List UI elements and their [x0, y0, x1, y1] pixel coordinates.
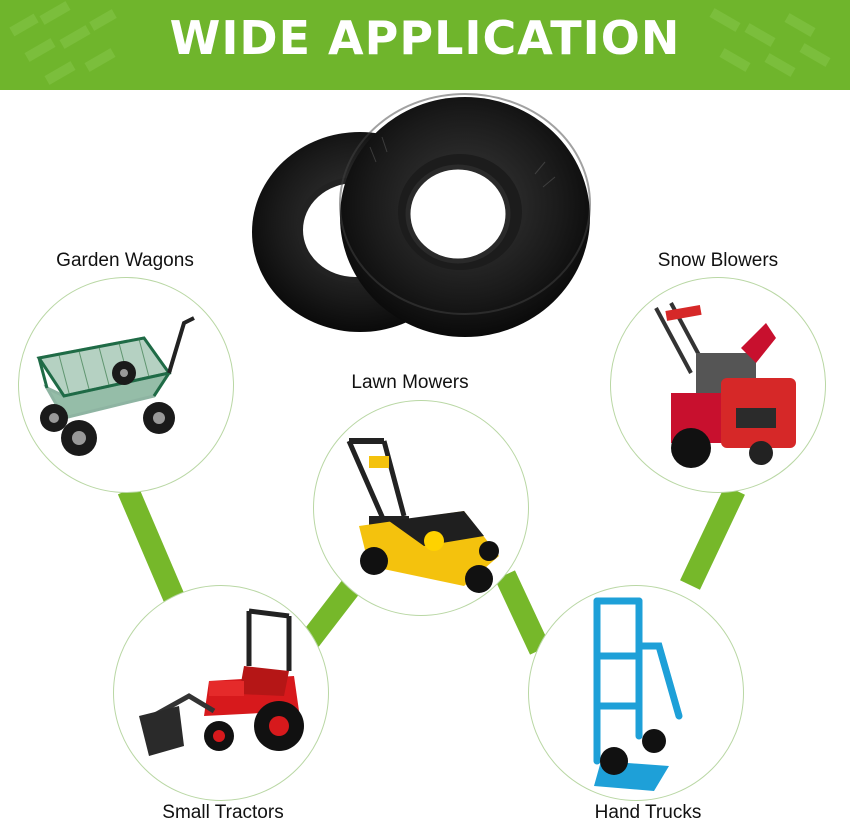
application-circle-garden-wagons — [18, 277, 234, 493]
application-circle-small-tractors — [113, 585, 329, 801]
hand-truck-icon — [593, 597, 683, 791]
application-circle-lawn-mowers — [313, 400, 529, 616]
inner-tube-pair-icon — [252, 93, 591, 337]
application-circle-snow-blowers — [610, 277, 826, 493]
tire-tread-left-icon — [9, 1, 117, 85]
garden-wagon-icon — [36, 316, 195, 456]
connector-mower-handtruck — [495, 570, 550, 655]
application-label-snow-blowers: Snow Blowers — [657, 250, 779, 271]
connector-wagon-tractor — [117, 485, 186, 605]
lawn-mower-icon — [346, 438, 499, 593]
snow-blower-icon — [654, 302, 796, 468]
application-label-garden-wagons: Garden Wagons — [56, 250, 194, 271]
header-banner: WIDE APPLICATION — [0, 0, 850, 90]
connector-snowblower-handtruck — [680, 485, 745, 590]
tire-tread-right-icon — [709, 8, 831, 77]
application-label-small-tractors: Small Tractors — [162, 802, 284, 823]
application-label-lawn-mowers: Lawn Mowers — [351, 372, 469, 393]
page-title: WIDE APPLICATION — [169, 11, 681, 65]
application-circle-hand-trucks — [528, 585, 744, 801]
application-label-hand-trucks: Hand Trucks — [594, 802, 702, 823]
small-tractor-icon — [139, 608, 304, 756]
